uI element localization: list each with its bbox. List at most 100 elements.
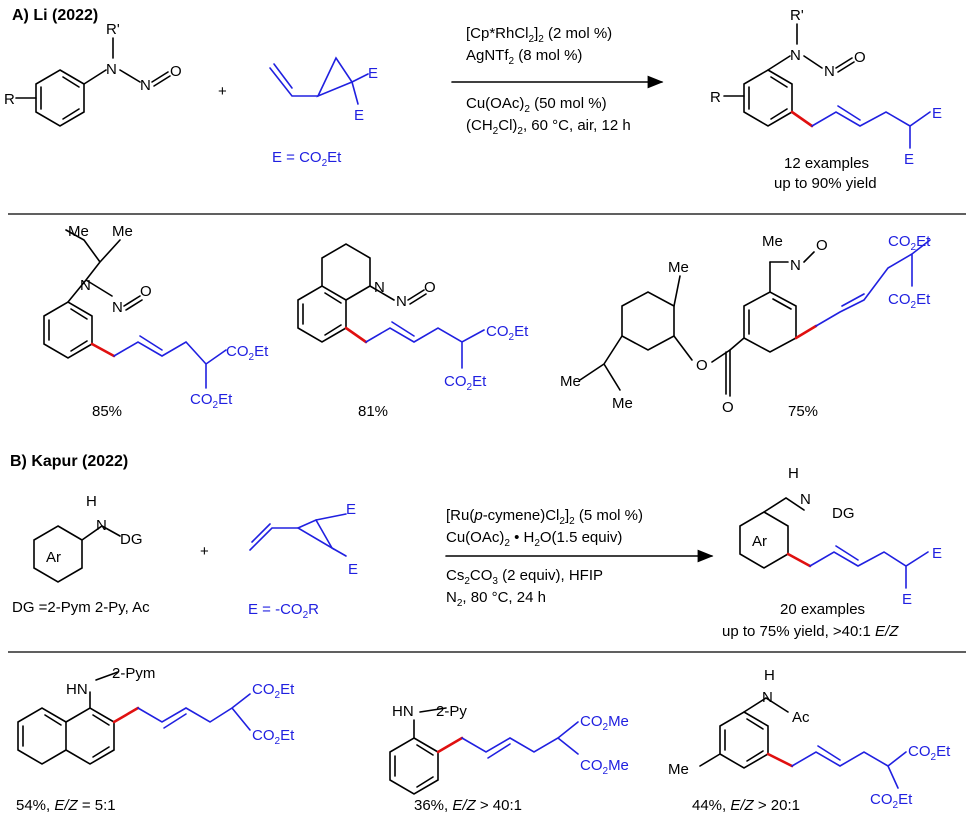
cond-b-3: Cs2CO3 (2 equiv), HFIP: [446, 567, 603, 587]
ex-a1-yield: 85%: [92, 403, 122, 420]
product-a-n: N: [790, 47, 801, 64]
reactant-a-n: N: [106, 61, 117, 78]
product-b-ar: Ar: [752, 533, 767, 550]
product-b-e2: E: [902, 591, 912, 608]
product-a-e1: E: [932, 105, 942, 122]
section-a-example-1: Me Me N N O CO2Et CO2Et 85%: [43, 223, 269, 420]
section-b-plus: +: [200, 543, 209, 560]
product-a-rprime: R': [790, 7, 804, 24]
ex-a3-o2: O: [722, 399, 734, 416]
ex-a2-co2et1: CO2Et: [486, 323, 529, 343]
cond-a-1: [Cp*RhCl2]2 (2 mol %): [466, 25, 612, 45]
cond-a-4: (CH2Cl)2, 60 °C, air, 12 h: [466, 117, 631, 137]
cond-b-4: N2, 80 °C, 24 h: [446, 589, 546, 609]
cond-b-2: Cu(OAc)2 • H2O(1.5 equiv): [446, 529, 622, 549]
section-a-product: N R' N O R E E 12 examples up to 90% yie…: [710, 7, 942, 192]
ex-b2-yield: 36%, E/Z > 40:1: [414, 797, 522, 814]
ex-a2-yield: 81%: [358, 403, 388, 420]
ex-b3-co2et2: CO2Et: [870, 791, 913, 811]
dg-definition: DG =2-Pym 2-Py, Ac: [12, 599, 150, 616]
section-b-vinylcyclopropane: E E E = -CO2R: [248, 501, 358, 621]
summary-a-1: 12 examples: [784, 155, 869, 172]
reactant-b-ar: Ar: [46, 549, 61, 566]
ex-a1-n: N: [80, 277, 91, 294]
section-b-example-1: HN 2-Pym CO2Et CO2Et 54%, E/Z = 5:1: [16, 665, 295, 814]
ex-a3-me1: Me: [668, 259, 689, 276]
summary-a-2: up to 90% yield: [774, 175, 877, 192]
e-definition-a: E = CO2Et: [272, 149, 342, 169]
ex-b1-co2et2: CO2Et: [252, 727, 295, 747]
cp-a-e2: E: [354, 107, 364, 124]
cp-a-e1: E: [368, 65, 378, 82]
reactant-b-n: N: [96, 517, 107, 534]
product-a-r: R: [710, 89, 721, 106]
product-a-e2: E: [904, 151, 914, 168]
cond-a-2: AgNTf2 (8 mol %): [466, 47, 582, 67]
ex-a3-co2et2: CO2Et: [888, 291, 931, 311]
section-a-example-3: Me Me Me O O Me N O CO2Et CO2Et 75%: [560, 233, 931, 420]
ex-a1-o: O: [140, 283, 152, 300]
reactant-b-h: H: [86, 493, 97, 510]
section-b-example-3: Me H N Ac CO2Et CO2Et 44%, E/Z > 20:1: [668, 667, 951, 814]
ex-a1-me2: Me: [112, 223, 133, 240]
product-b-n: N: [800, 491, 811, 508]
e-definition-b: E = -CO2R: [248, 601, 319, 621]
section-a-reactant-nitrosamine: N R' N O R: [4, 21, 182, 127]
cp-b-e2: E: [348, 561, 358, 578]
product-a-o: O: [854, 49, 866, 66]
ex-b2-co2me2: CO2Me: [580, 757, 629, 777]
section-a-header: A) Li (2022): [12, 7, 98, 24]
ex-b3-co2et1: CO2Et: [908, 743, 951, 763]
ex-b2-co2me1: CO2Me: [580, 713, 629, 733]
summary-b-1: 20 examples: [780, 601, 865, 618]
ex-b3-me: Me: [668, 761, 689, 778]
product-b-e1: E: [932, 545, 942, 562]
section-a-example-2: N N O CO2Et CO2Et 81%: [297, 243, 529, 420]
ex-b1-dg: 2-Pym: [112, 665, 155, 682]
section-a-vinylcyclopropane: E E E = CO2Et: [269, 56, 378, 169]
ex-b3-h: H: [764, 667, 775, 684]
section-b-reactant-aniline: H N DG Ar DG =2-Pym 2-Py, Ac: [12, 493, 150, 616]
product-b-dg: DG: [832, 505, 855, 522]
ex-a3-o1: O: [696, 357, 708, 374]
ex-a3-n: N: [790, 257, 801, 274]
ex-b1-co2et1: CO2Et: [252, 681, 295, 701]
ex-a1-co2et1: CO2Et: [226, 343, 269, 363]
ex-a3-co2et1: CO2Et: [888, 233, 931, 253]
ex-a3-me4: Me: [762, 233, 783, 250]
ex-a2-o: O: [424, 279, 436, 296]
ex-b3-n: N: [762, 689, 773, 706]
ex-a3-me2: Me: [560, 373, 581, 390]
ex-a3-o3: O: [816, 237, 828, 254]
reactant-a-rprime: R': [106, 21, 120, 38]
ex-a2-n2: N: [396, 293, 407, 310]
ex-a2-co2et2: CO2Et: [444, 373, 487, 393]
ex-a3-me3: Me: [612, 395, 633, 412]
reactant-a-o: O: [170, 63, 182, 80]
section-a-conditions: [Cp*RhCl2]2 (2 mol %) AgNTf2 (8 mol %) C…: [451, 25, 664, 137]
reactant-a-r: R: [4, 91, 15, 108]
section-a-plus: +: [218, 83, 227, 100]
product-a-n2: N: [824, 63, 835, 80]
reactant-a-n2: N: [140, 77, 151, 94]
ex-b3-dg: Ac: [792, 709, 810, 726]
cp-b-e1: E: [346, 501, 356, 518]
section-b-example-2: HN 2-Py CO2Me CO2Me 36%, E/Z > 40:1: [389, 703, 629, 814]
ex-b2-hn: HN: [392, 703, 414, 720]
ex-b2-dg: 2-Py: [436, 703, 467, 720]
ex-a3-yield: 75%: [788, 403, 818, 420]
ex-b1-yield: 54%, E/Z = 5:1: [16, 797, 116, 814]
reactant-b-dg: DG: [120, 531, 143, 548]
section-b-conditions: [Ru(p-cymene)Cl2]2 (5 mol %) Cu(OAc)2 • …: [445, 507, 714, 609]
ex-a1-me1: Me: [68, 223, 89, 240]
ex-a1-n2: N: [112, 299, 123, 316]
section-b-header: B) Kapur (2022): [10, 453, 128, 470]
summary-b-2: up to 75% yield, >40:1 E/Z: [722, 623, 899, 640]
ex-b1-hn: HN: [66, 681, 88, 698]
section-b-product: H N DG Ar E E 20 examples up to 75% yiel…: [722, 465, 942, 640]
ex-a1-co2et2: CO2Et: [190, 391, 233, 411]
ex-a2-n: N: [374, 279, 385, 296]
cond-a-3: Cu(OAc)2 (50 mol %): [466, 95, 607, 115]
cond-b-1: [Ru(p-cymene)Cl2]2 (5 mol %): [446, 507, 643, 527]
